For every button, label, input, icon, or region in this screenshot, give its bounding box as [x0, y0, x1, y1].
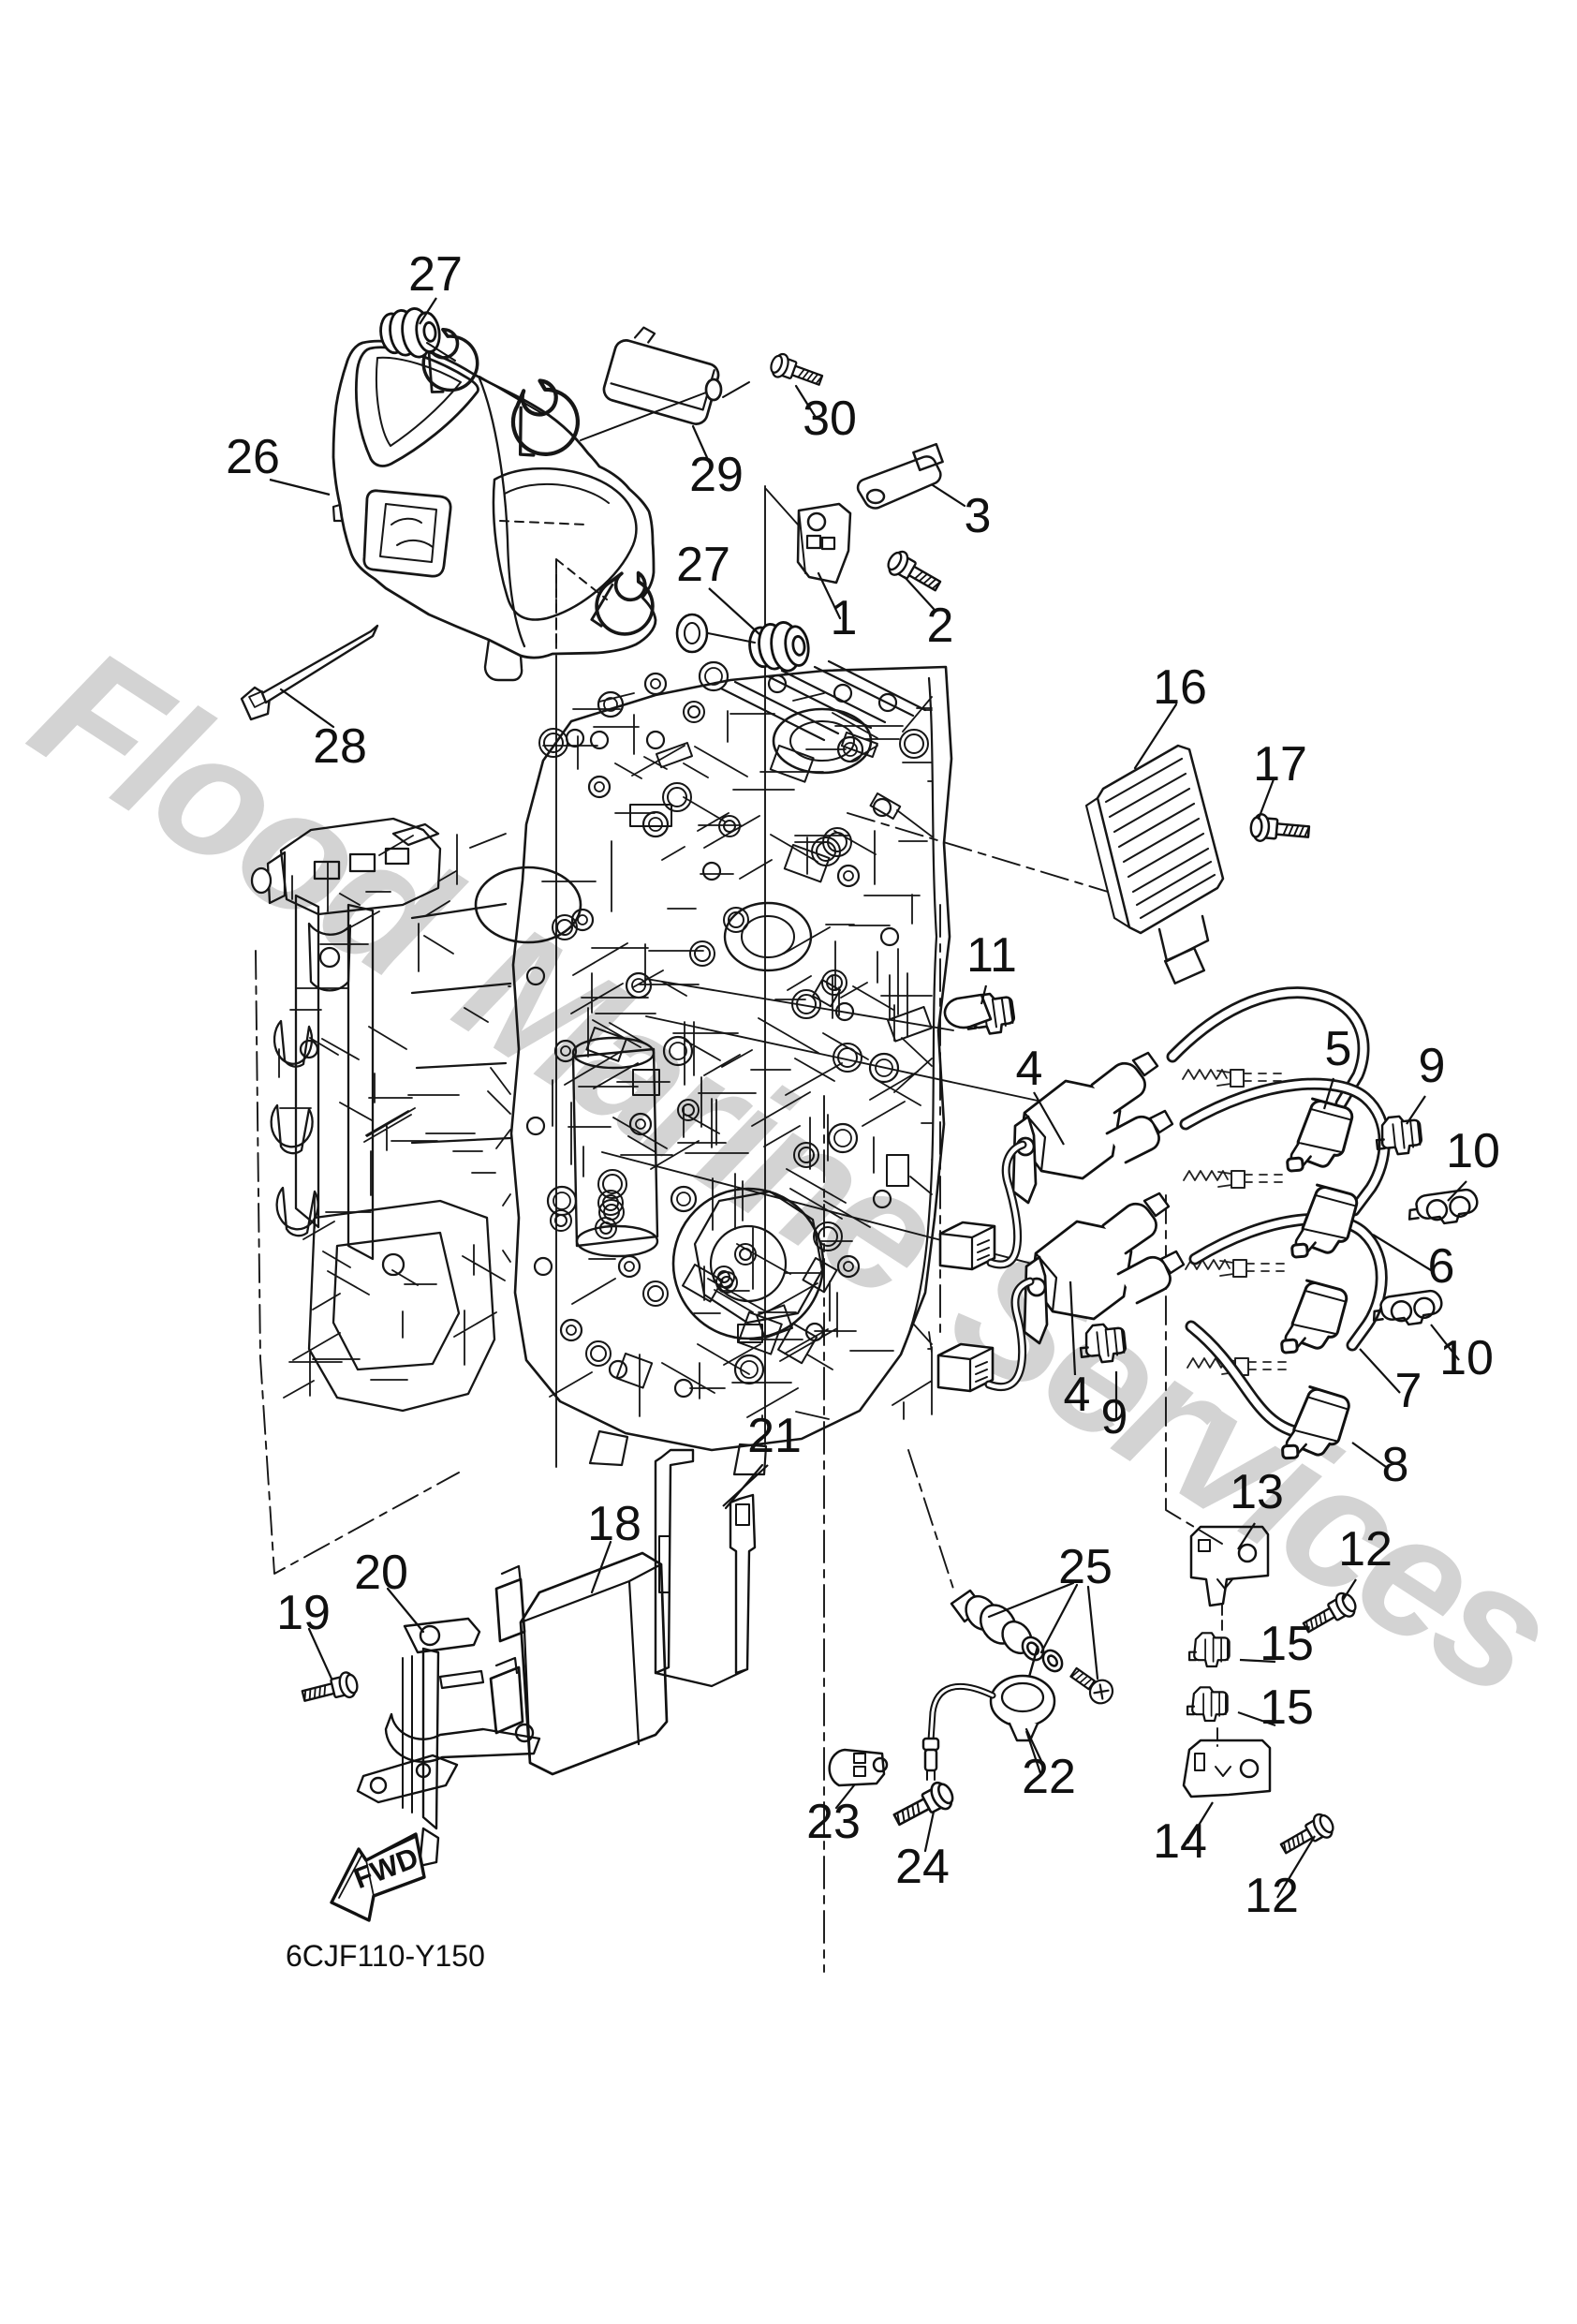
svg-text:11: 11 — [966, 928, 1017, 983]
svg-text:1: 1 — [831, 591, 858, 645]
svg-text:10: 10 — [1446, 1124, 1500, 1178]
svg-text:15: 15 — [1260, 1680, 1314, 1735]
svg-text:10: 10 — [1439, 1331, 1494, 1385]
svg-text:23: 23 — [806, 1795, 861, 1849]
svg-text:28: 28 — [313, 719, 367, 774]
svg-text:30: 30 — [803, 392, 857, 446]
svg-text:27: 27 — [408, 247, 463, 302]
svg-text:4: 4 — [1064, 1368, 1091, 1422]
svg-text:12: 12 — [1338, 1522, 1393, 1576]
svg-text:16: 16 — [1153, 660, 1207, 715]
svg-text:29: 29 — [689, 448, 744, 502]
svg-text:6CJF110-Y150: 6CJF110-Y150 — [286, 1939, 485, 1973]
svg-text:6: 6 — [1428, 1239, 1455, 1294]
svg-text:15: 15 — [1260, 1617, 1314, 1671]
svg-text:26: 26 — [226, 430, 280, 484]
svg-text:8: 8 — [1382, 1438, 1409, 1492]
svg-text:18: 18 — [587, 1497, 641, 1551]
svg-text:24: 24 — [895, 1840, 950, 1894]
svg-text:3: 3 — [965, 489, 992, 543]
svg-text:9: 9 — [1419, 1039, 1446, 1093]
svg-text:14: 14 — [1153, 1814, 1207, 1869]
svg-text:5: 5 — [1325, 1022, 1352, 1076]
svg-text:21: 21 — [747, 1409, 802, 1463]
svg-text:2: 2 — [927, 599, 954, 653]
svg-text:22: 22 — [1022, 1750, 1076, 1804]
svg-text:27: 27 — [676, 538, 730, 592]
svg-text:19: 19 — [276, 1586, 331, 1640]
svg-text:9: 9 — [1101, 1390, 1128, 1444]
svg-text:25: 25 — [1058, 1540, 1113, 1594]
svg-text:20: 20 — [354, 1546, 408, 1600]
svg-text:4: 4 — [1016, 1042, 1043, 1096]
svg-text:17: 17 — [1253, 737, 1307, 792]
svg-text:13: 13 — [1230, 1465, 1284, 1519]
